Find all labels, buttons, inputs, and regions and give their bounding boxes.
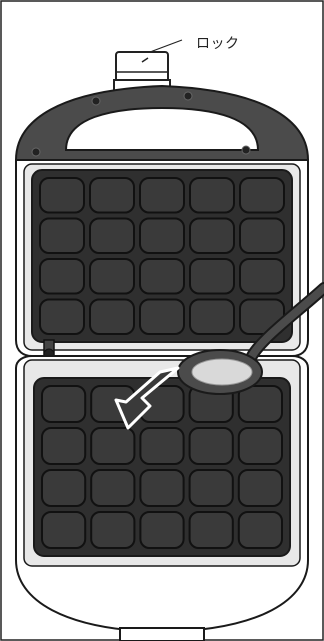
bottom-waffle-cell <box>42 470 85 506</box>
bottom-waffle-cell <box>91 512 134 548</box>
top-waffle-cell <box>190 259 234 294</box>
lid-handle <box>16 86 308 168</box>
bottom-waffle-cell <box>42 386 85 422</box>
top-waffle-cell <box>240 259 284 294</box>
bottom-waffle-cell <box>140 428 183 464</box>
bottom-waffle-cell <box>91 428 134 464</box>
top-waffle-cell <box>40 259 84 294</box>
top-waffle-cell <box>190 300 234 335</box>
top-waffle-cell <box>240 178 284 213</box>
top-waffle-cell <box>140 300 184 335</box>
top-waffle-cell <box>40 300 84 335</box>
bottom-waffle-cell <box>42 428 85 464</box>
lock-label: ロック <box>196 33 240 53</box>
top-waffle-cell <box>190 219 234 254</box>
top-waffle-cell <box>90 300 134 335</box>
top-waffle-cell <box>140 178 184 213</box>
bottom-waffle-cell <box>239 512 282 548</box>
top-waffle-cell <box>40 178 84 213</box>
bottom-waffle-cell <box>91 470 134 506</box>
bottom-waffle-cell <box>239 470 282 506</box>
lock-leader-line <box>150 40 182 52</box>
top-waffle-cell <box>190 178 234 213</box>
bottom-waffle-cell <box>190 470 233 506</box>
top-waffle-cell <box>90 219 134 254</box>
bottom-waffle-cell <box>140 512 183 548</box>
bottom-waffle-cell <box>239 428 282 464</box>
bottom-waffle-cell <box>140 470 183 506</box>
bottom-waffle-cell <box>42 512 85 548</box>
top-waffle-plate <box>32 170 292 342</box>
top-waffle-cell <box>40 219 84 254</box>
bottom-waffle-cell <box>190 428 233 464</box>
top-waffle-cell <box>90 178 134 213</box>
top-waffle-cell <box>240 219 284 254</box>
top-waffle-cell <box>90 259 134 294</box>
bottom-waffle-plate <box>34 378 290 556</box>
top-waffle-cell <box>140 259 184 294</box>
bottom-waffle-cell <box>239 386 282 422</box>
top-waffle-cell <box>140 219 184 254</box>
bottom-waffle-cell <box>190 512 233 548</box>
